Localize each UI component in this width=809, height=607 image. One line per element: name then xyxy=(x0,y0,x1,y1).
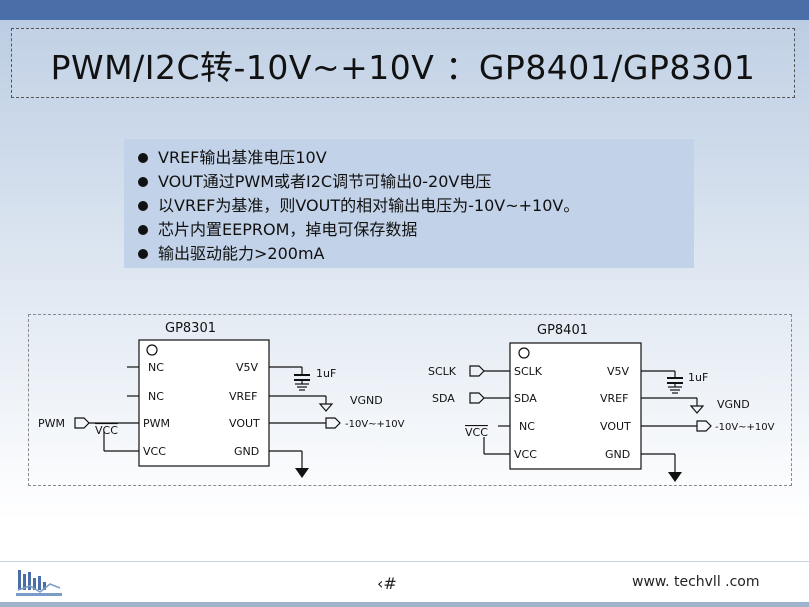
website-url: www. techvll .com xyxy=(632,574,760,590)
vout-output-port xyxy=(325,417,341,429)
title-box: PWM/I2C转-10V~+10V ：GP8401/GP8301 xyxy=(11,28,795,98)
vcc-label: VCC xyxy=(465,426,488,439)
ground-icon xyxy=(668,472,682,482)
footer-divider xyxy=(0,561,809,562)
feature-text: VOUT通过PWM或者I2C调节可输出0-20V电压 xyxy=(158,172,492,191)
feature-text: 输出驱动能力>200mA xyxy=(158,244,325,263)
output-range-label: -10V~+10V xyxy=(715,422,775,433)
sda-input-port xyxy=(469,392,485,404)
pwm-input-port xyxy=(74,417,90,429)
gp8401-pin-label: NC xyxy=(519,420,535,433)
circuit-diagram-frame xyxy=(28,314,792,486)
capacitor-label: 1uF xyxy=(316,367,336,380)
feature-item: 输出驱动能力>200mA xyxy=(136,242,694,266)
vgnd-symbol xyxy=(689,405,705,414)
feature-item: VREF输出基准电压10V xyxy=(136,146,694,170)
gp8301-pin1-marker xyxy=(146,344,158,356)
feature-item: VOUT通过PWM或者I2C调节可输出0-20V电压 xyxy=(136,170,694,194)
gp8401-pin-label: SCLK xyxy=(514,365,543,378)
gp8301-pin-label: VREF xyxy=(229,390,257,403)
gp8301-pin-label: GND xyxy=(234,445,259,458)
output-range-label: -10V~+10V xyxy=(345,419,405,430)
sclk-input-port xyxy=(469,365,485,377)
feature-item: 芯片内置EEPROM，掉电可保存数据 xyxy=(136,218,694,242)
pwm-input-label: PWM xyxy=(38,417,65,430)
top-bar xyxy=(0,0,809,20)
bullet-icon xyxy=(138,249,148,259)
bullet-icon xyxy=(138,201,148,211)
gp8301-pin-label: V5V xyxy=(236,361,259,374)
gp8401-pin-label: GND xyxy=(605,448,630,461)
vgnd-symbol xyxy=(318,403,334,412)
gp8301-pin-label: NC xyxy=(148,361,164,374)
gp8401-pin1-marker xyxy=(518,347,530,359)
vout-output-port xyxy=(696,420,712,432)
sclk-input-label: SCLK xyxy=(428,365,457,378)
feature-text: 芯片内置EEPROM，掉电可保存数据 xyxy=(158,220,418,239)
gp8301-pin-label: NC xyxy=(148,390,164,403)
vgnd-label: VGND xyxy=(350,394,383,407)
bullet-icon xyxy=(138,225,148,235)
ground-icon xyxy=(295,468,309,478)
gp8301-chip-name: GP8301 xyxy=(165,321,216,336)
gp8401-pin-label: SDA xyxy=(514,392,537,405)
capacitor-label: 1uF xyxy=(688,371,708,384)
gp8301-pin-label: VOUT xyxy=(229,417,260,430)
feature-text: 以VREF为基准，则VOUT的相对输出电压为-10V~+10V。 xyxy=(158,196,580,215)
feature-text: VREF输出基准电压10V xyxy=(158,148,327,167)
sda-input-label: SDA xyxy=(432,392,455,405)
company-logo-icon xyxy=(16,566,62,598)
gp8301-chip-body xyxy=(138,339,270,467)
gp8301-pin-label: VCC xyxy=(143,445,166,458)
gp8401-pin-label: VREF xyxy=(600,392,628,405)
gp8401-chip-name: GP8401 xyxy=(537,323,588,338)
gp8401-pin-label: VCC xyxy=(514,448,537,461)
bullet-icon xyxy=(138,153,148,163)
slide-title: PWM/I2C转-10V~+10V ：GP8401/GP8301 xyxy=(50,48,756,87)
feature-list-box: VREF输出基准电压10V VOUT通过PWM或者I2C调节可输出0-20V电压… xyxy=(124,139,694,268)
gp8401-pin-label: V5V xyxy=(607,365,630,378)
vgnd-label: VGND xyxy=(717,398,750,411)
page-number: ‹# xyxy=(377,574,397,593)
feature-list: VREF输出基准电压10V VOUT通过PWM或者I2C调节可输出0-20V电压… xyxy=(136,146,694,266)
bullet-icon xyxy=(138,177,148,187)
feature-item: 以VREF为基准，则VOUT的相对输出电压为-10V~+10V。 xyxy=(136,194,694,218)
gp8401-pin-label: VOUT xyxy=(600,420,631,433)
gp8301-pin-label: PWM xyxy=(143,417,170,430)
vcc-label: VCC xyxy=(95,424,118,437)
bottom-strip xyxy=(0,602,809,607)
gp8401-chip-body xyxy=(509,342,642,470)
